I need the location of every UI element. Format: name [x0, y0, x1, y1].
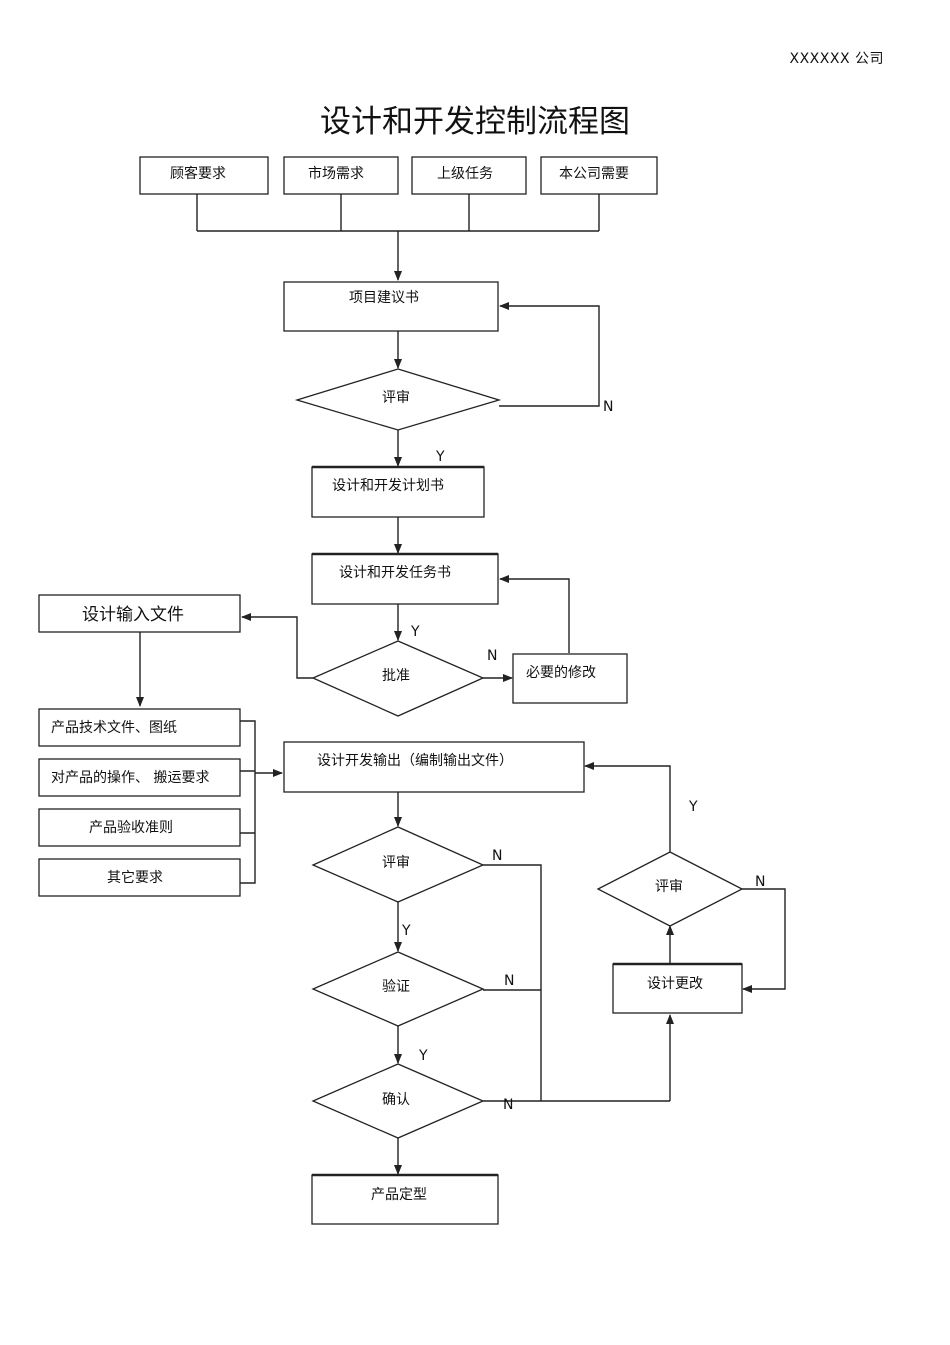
node-superior-task: 上级任务	[411, 156, 527, 195]
svg-text:设计开发输出（编制输出文件）: 设计开发输出（编制输出文件）	[317, 753, 513, 769]
node-product-finalization: 产品定型	[311, 1173, 499, 1225]
svg-text:产品技术文件、图纸: 产品技术文件、图纸	[51, 720, 177, 736]
node-review-2: 评审	[311, 826, 485, 903]
svg-text:设计更改: 设计更改	[647, 976, 703, 992]
company-name: XXXXXX 公司	[789, 51, 884, 67]
node-task-book: 设计和开发任务书	[311, 552, 499, 605]
svg-text:本公司需要: 本公司需要	[559, 166, 629, 182]
label-n-approve: N	[487, 648, 497, 664]
svg-text:对产品的操作、 搬运要求: 对产品的操作、 搬运要求	[51, 770, 209, 786]
svg-text:评审: 评审	[382, 390, 410, 406]
edge-n-collector	[483, 864, 670, 1102]
svg-text:验证: 验证	[382, 979, 410, 995]
label-y-review3: Y	[688, 799, 698, 815]
svg-text:确认: 确认	[382, 1092, 410, 1108]
label-n-review3: N	[755, 874, 765, 890]
svg-text:评审: 评审	[655, 879, 683, 895]
edge-review1-n-loop	[499, 302, 600, 407]
label-y-review1: Y	[435, 449, 445, 465]
node-input-tech-docs: 产品技术文件、图纸	[38, 708, 241, 747]
node-design-output: 设计开发输出（编制输出文件）	[283, 741, 585, 793]
node-input-other: 其它要求	[38, 858, 241, 897]
node-design-change: 设计更改	[612, 962, 743, 1014]
svg-text:评审: 评审	[382, 855, 410, 871]
svg-text:项目建议书: 项目建议书	[349, 290, 419, 306]
svg-text:产品定型: 产品定型	[371, 1187, 427, 1203]
edge-modify-loop	[499, 575, 570, 653]
node-customer-requirement: 顾客要求	[139, 156, 269, 195]
label-n-confirm: N	[503, 1097, 513, 1113]
node-input-operation-handling: 对产品的操作、 搬运要求	[38, 758, 241, 797]
svg-text:设计和开发任务书: 设计和开发任务书	[339, 565, 451, 581]
node-project-proposal: 项目建议书	[283, 281, 499, 332]
node-input-acceptance-criteria: 产品验收准则	[38, 808, 241, 847]
edges	[136, 194, 786, 1175]
svg-text:上级任务: 上级任务	[437, 166, 493, 182]
node-approve: 批准	[311, 640, 485, 717]
svg-text:设计和开发计划书: 设计和开发计划书	[332, 478, 444, 494]
node-development-plan: 设计和开发计划书	[311, 465, 485, 518]
label-n-review1: N	[603, 399, 613, 415]
svg-text:其它要求: 其它要求	[107, 869, 163, 886]
label-y-verify: Y	[418, 1048, 428, 1064]
svg-text:市场需求: 市场需求	[308, 165, 364, 182]
svg-text:顾客要求: 顾客要求	[170, 165, 226, 182]
node-company-need: 本公司需要	[540, 156, 658, 195]
page-title: 设计和开发控制流程图	[320, 104, 630, 140]
edge-sources-merge	[196, 194, 600, 232]
label-y-review2: Y	[401, 923, 411, 939]
svg-text:必要的修改: 必要的修改	[526, 665, 596, 681]
label-y-approve: Y	[410, 624, 420, 640]
svg-text:批准: 批准	[382, 668, 410, 684]
node-confirm: 确认	[311, 1063, 485, 1139]
svg-text:产品验收准则: 产品验收准则	[89, 820, 173, 836]
node-verify: 验证	[311, 951, 485, 1027]
label-n-verify: N	[504, 973, 514, 989]
svg-text:设计输入文件: 设计输入文件	[82, 605, 184, 625]
node-necessary-modification: 必要的修改	[512, 653, 628, 704]
edge-approve-y-input	[241, 613, 313, 679]
node-review-1: 评审	[294, 368, 502, 431]
edge-review3-y-output	[584, 762, 671, 852]
node-design-input-document: 设计输入文件	[38, 594, 241, 633]
edge-review3-n-loop	[742, 888, 786, 993]
node-review-3: 评审	[596, 851, 744, 927]
label-n-review2: N	[492, 848, 502, 864]
edge-input-items-bracket	[240, 720, 256, 884]
node-market-demand: 市场需求	[283, 156, 399, 195]
